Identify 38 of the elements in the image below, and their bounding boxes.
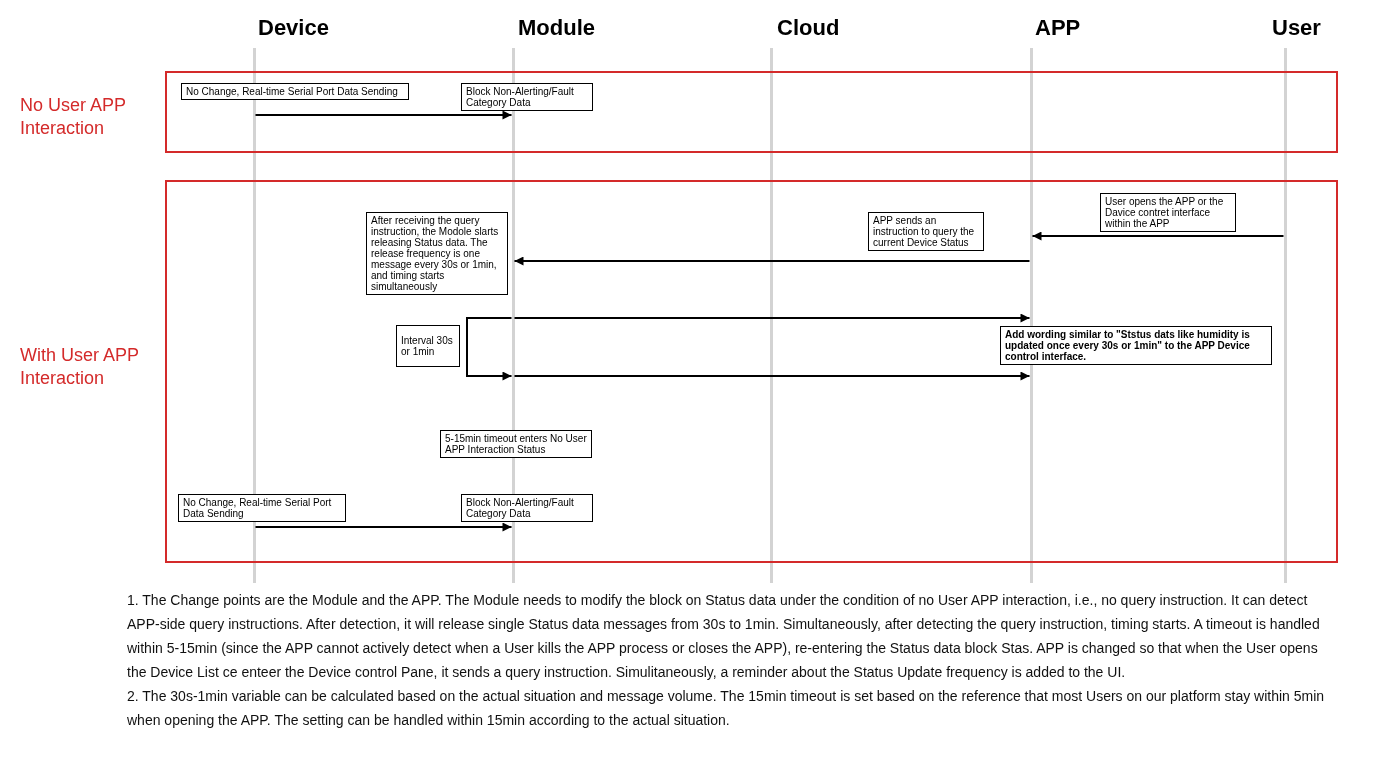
note-text: User opens the APP or the Davice contret interface within the APP	[1105, 196, 1225, 229]
note-paragraph: 2. The 30s-1min variable can be calculated based on the actual situation and message volume. The 15min timeout is set based on the reference that most Users on our platform stay within 5min when opening the APP. The setting can be handled within 15min according to the actual situation.	[127, 687, 1326, 730]
arrow	[513, 256, 1031, 266]
note-text: 5-15min timeout enters No User APP Interaction Status	[445, 433, 587, 455]
note-box	[1000, 326, 1272, 365]
note-box	[461, 494, 593, 522]
note-text: After receiving the query instruction, the Modole slarts releasing Status data. The release frequency is one message every 30s or 1min, and timing starts simultaneously	[371, 215, 500, 292]
note-box	[461, 83, 593, 111]
section-heading: No User APP Interaction	[20, 94, 127, 140]
note-text: Interval 30s or 1min	[401, 335, 454, 357]
note-text: Block Non-Alerting/Fault Category Data	[466, 497, 575, 519]
note-text: Block Non-Alerting/Fault Category Data	[466, 86, 575, 108]
note-box	[868, 212, 984, 251]
loop-arrow	[466, 317, 513, 381]
arrow	[513, 313, 1031, 323]
note-paragraph: 1. The Change points are the Module and the APP. The Module needs to modify the block on Status data under the condition of no User APP interaction, i.e., no query instruction. It can detect APP-side query instructions. After detection, it will release single Status data messages from 30s to 1min. Simultaneously, after detecting the query instruction, timing starts. A timeout is handled within 5-15min (since the APP cannot actively detect when a User kills the APP process or closes the APP), re-entering the Status data block Stas. APP is changed so that when the User opens the Device List ce enteer the Device control Pane, it sends a query instruction. Simulitaneously, a reminder about the Status Update frequency is added to the UI.	[127, 591, 1321, 682]
note-text: Add wording similar to "Ststus dats like humidity is updated once every 30s or 1min" to the APP Device control interface.	[1005, 329, 1251, 362]
participant-label: Cloud	[777, 15, 840, 41]
arrow	[1031, 231, 1285, 241]
participant-label: APP	[1035, 15, 1081, 41]
arrow	[254, 522, 513, 532]
arrow	[254, 110, 513, 120]
arrow	[513, 371, 1031, 381]
note-text: No Change, Real-time Serial Port Data Sending	[183, 497, 333, 519]
section-heading: With User APP Interaction	[20, 344, 140, 390]
participant-label: User	[1272, 15, 1321, 41]
note-box	[440, 430, 592, 458]
note-box	[178, 494, 346, 522]
note-text: APP sends an instruction to query the current Device Status	[873, 215, 976, 248]
note-box	[366, 212, 508, 295]
participant-label: Module	[518, 15, 595, 41]
note-box	[181, 83, 409, 100]
participant-label: Device	[258, 15, 329, 41]
note-box	[396, 325, 460, 367]
lifeline	[769, 48, 773, 583]
note-box	[1100, 193, 1236, 232]
note-text: No Change, Real-time Serial Port Data Sending	[186, 86, 399, 97]
lifeline	[1283, 48, 1287, 583]
